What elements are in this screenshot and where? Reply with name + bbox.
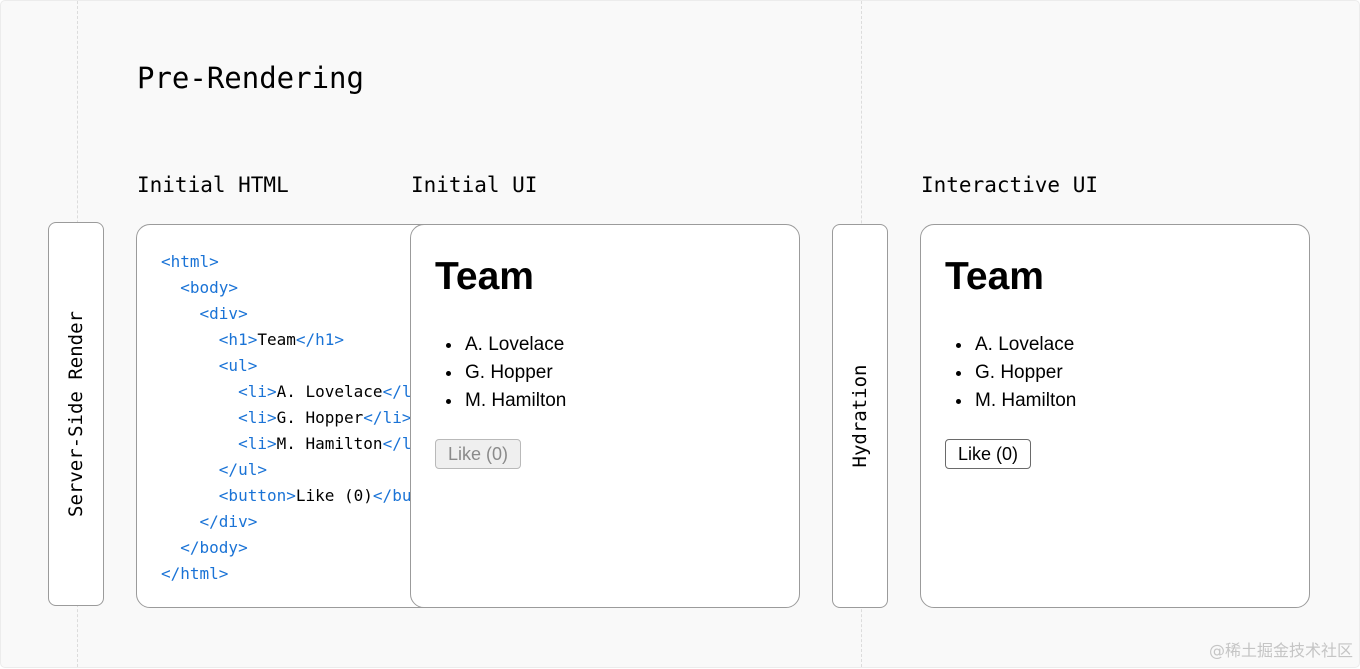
code-line: <li>A. Lovelace</li> [161, 379, 445, 405]
code-line: <ul> [161, 353, 445, 379]
server-side-render-step: Server-Side Render [48, 222, 104, 606]
interactive-ui-panel: Team A. Lovelace G. Hopper M. Hamilton L… [920, 224, 1310, 608]
code-indent [161, 330, 219, 349]
code-text: Like (0) [295, 486, 373, 505]
code-open-tag: <li> [238, 408, 277, 427]
initial-ui-panel: Team A. Lovelace G. Hopper M. Hamilton L… [410, 224, 800, 608]
interactive-ui-member: G. Hopper [955, 359, 1076, 387]
code-open-tag: <li> [238, 434, 277, 453]
html-code-block: <html> <body> <div> <h1>Team</h1> <ul> <… [161, 249, 445, 587]
code-line: <html> [161, 249, 445, 275]
code-close-tag: </li> [363, 408, 412, 427]
code-open-tag: <button> [218, 486, 296, 505]
watermark: @稀土掘金技术社区 [1208, 641, 1353, 660]
hydration-label: Hydration [849, 364, 871, 468]
code-close-tag: </h1> [295, 330, 345, 349]
interactive-ui-member-list: A. Lovelace G. Hopper M. Hamilton [955, 331, 1076, 415]
code-indent [161, 538, 180, 557]
code-open-tag: </div> [199, 512, 258, 531]
code-text: A. Lovelace [276, 382, 383, 401]
code-line: <button>Like (0)</button> [161, 483, 445, 509]
initial-ui-member: G. Hopper [445, 359, 566, 387]
code-text: G. Hopper [276, 408, 364, 427]
label-initial-html: Initial HTML [137, 173, 289, 197]
interactive-ui-member: A. Lovelace [955, 331, 1076, 359]
code-open-tag: </body> [180, 538, 248, 557]
code-open-tag: </html> [161, 564, 229, 583]
code-indent [161, 460, 219, 479]
code-line: <li>G. Hopper</li> [161, 405, 445, 431]
server-side-render-label: Server-Side Render [65, 311, 87, 517]
code-line: </html> [161, 561, 445, 587]
interactive-ui-like-button[interactable]: Like (0) [945, 439, 1032, 469]
code-line: <h1>Team</h1> [161, 327, 445, 353]
code-open-tag: <ul> [218, 356, 258, 375]
code-line: </body> [161, 535, 445, 561]
code-line: <div> [161, 301, 445, 327]
initial-ui-member: A. Lovelace [445, 331, 566, 359]
diagram-title: Pre-Rendering [137, 61, 364, 95]
code-line: <body> [161, 275, 445, 301]
initial-ui-heading: Team [435, 255, 534, 298]
initial-ui-like-button: Like (0) [435, 439, 522, 469]
code-open-tag: <h1> [218, 330, 258, 349]
code-text: M. Hamilton [276, 434, 383, 453]
code-line: </ul> [161, 457, 445, 483]
initial-ui-member-list: A. Lovelace G. Hopper M. Hamilton [445, 331, 566, 415]
initial-html-panel: <html> <body> <div> <h1>Team</h1> <ul> <… [136, 224, 446, 608]
code-open-tag: <body> [180, 278, 239, 297]
code-indent [161, 408, 238, 427]
code-indent [161, 434, 238, 453]
code-indent [161, 486, 219, 505]
label-initial-ui: Initial UI [411, 173, 538, 197]
code-open-tag: </ul> [218, 460, 267, 479]
code-open-tag: <div> [199, 304, 248, 323]
initial-ui-member: M. Hamilton [445, 387, 566, 415]
interactive-ui-member: M. Hamilton [955, 387, 1076, 415]
code-indent [161, 512, 200, 531]
code-text: Team [257, 330, 296, 349]
code-line: </div> [161, 509, 445, 535]
code-indent [161, 356, 219, 375]
code-indent [161, 278, 180, 297]
code-indent [161, 304, 200, 323]
code-indent [161, 382, 238, 401]
hydration-step: Hydration [832, 224, 888, 608]
code-open-tag: <html> [161, 252, 219, 271]
interactive-ui-heading: Team [945, 255, 1044, 298]
label-interactive-ui: Interactive UI [921, 173, 1099, 197]
code-line: <li>M. Hamilton</li> [161, 431, 445, 457]
code-open-tag: <li> [238, 382, 277, 401]
